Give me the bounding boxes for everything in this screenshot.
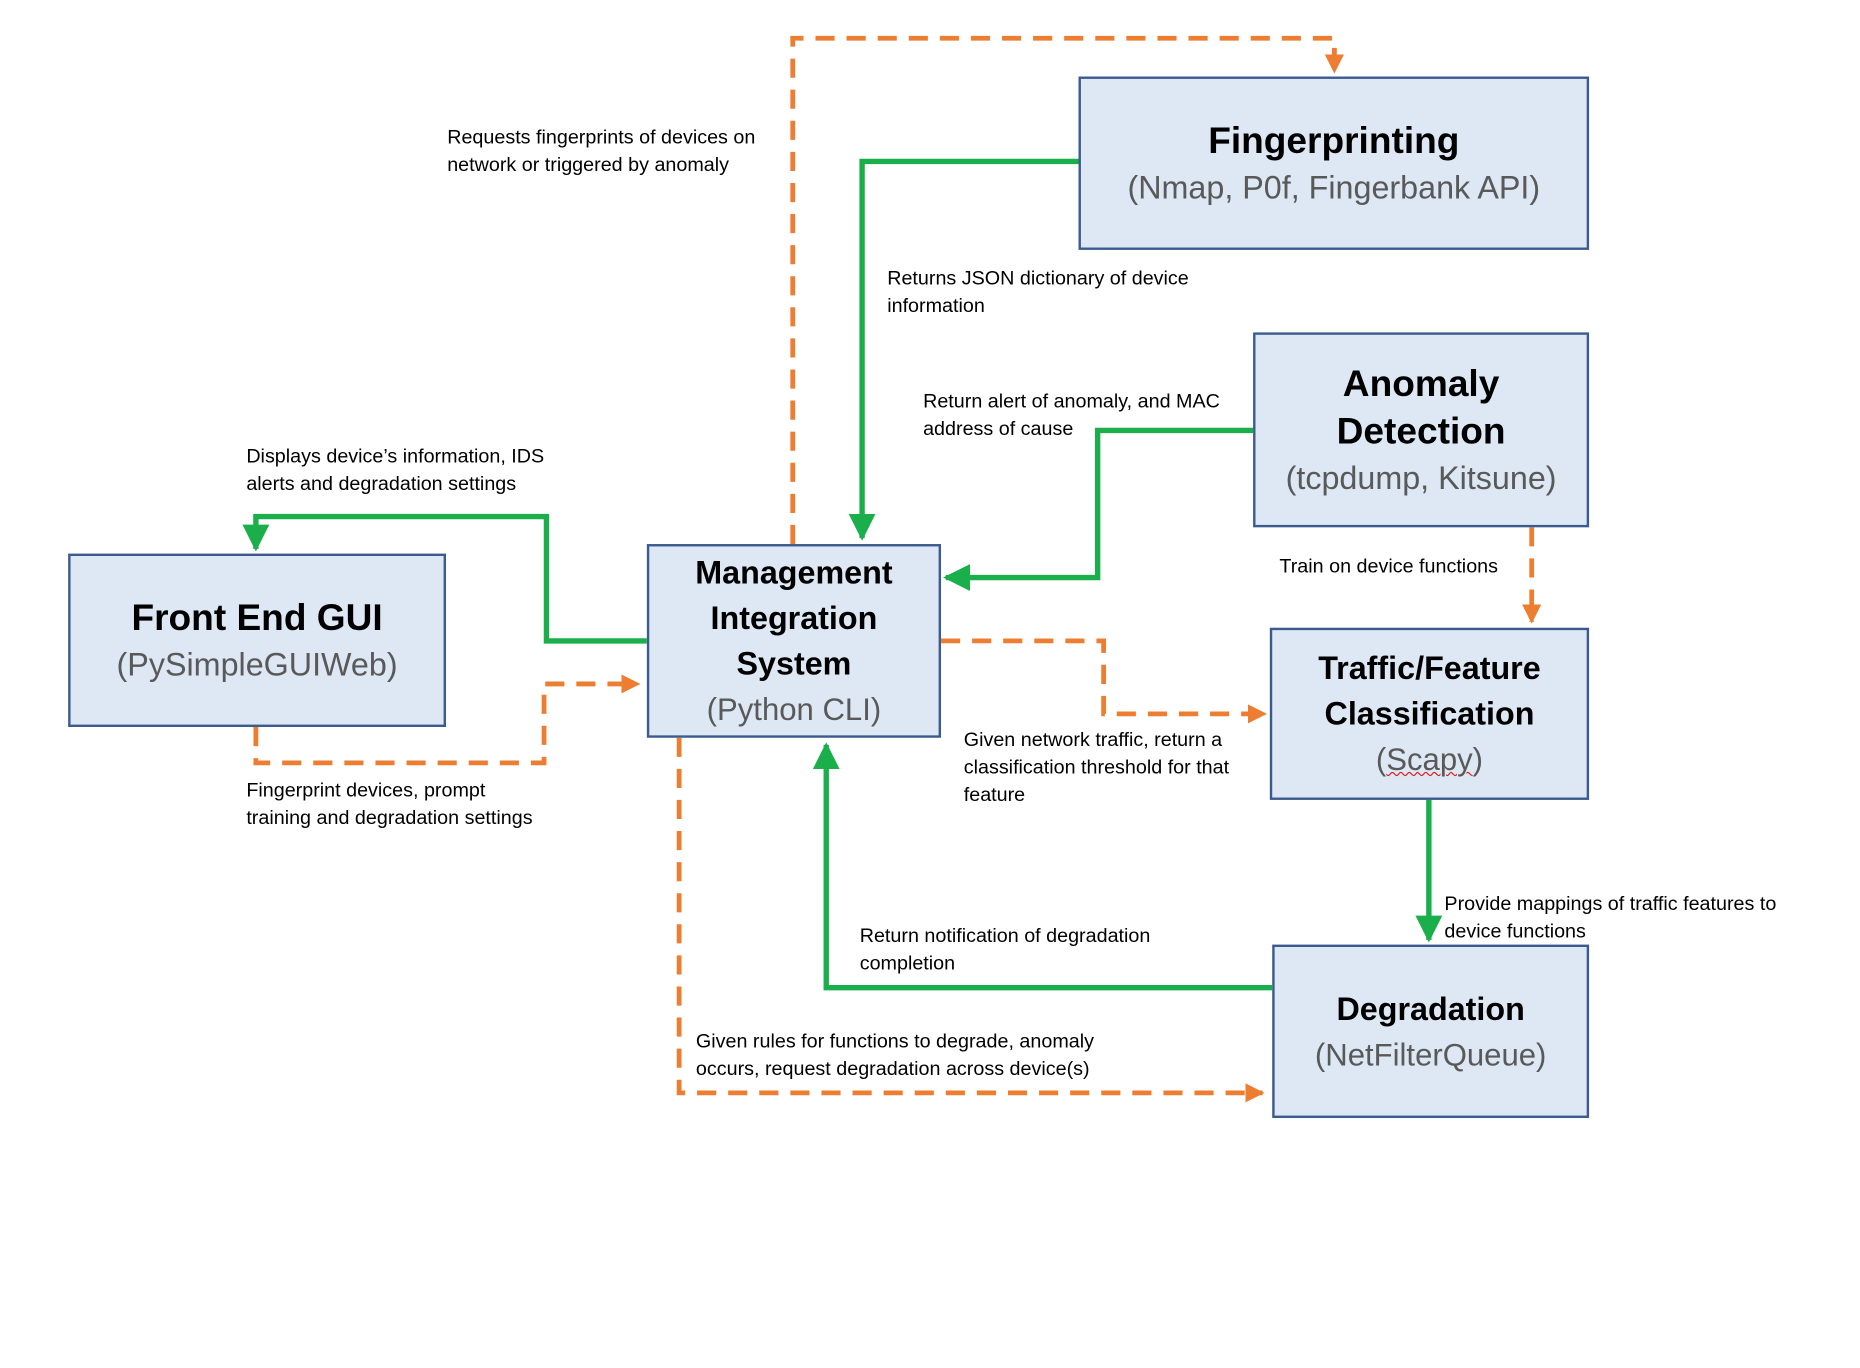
node-management-integration: Management Integration System (Python CL… (646, 544, 942, 738)
edge-return-notification (812, 742, 1273, 991)
label-returns-json: Returns JSON dictionary of device inform… (887, 267, 1189, 317)
node-title-line1: Management (695, 554, 893, 591)
label-given-traffic: Given network traffic, return a classifi… (963, 729, 1230, 806)
node-title-line2: Detection (1336, 409, 1506, 452)
label-given-rules: Given rules for functions to degrade, an… (695, 1030, 1094, 1080)
edge-returns-json (848, 158, 1079, 541)
node-fingerprinting: Fingerprinting (Nmap, P0f, Fingerbank AP… (1078, 76, 1590, 250)
node-subtitle: (PySimpleGUIWeb) (116, 646, 398, 683)
edge-given-rules (676, 737, 1265, 1103)
node-title-line1: Traffic/Feature (1318, 650, 1541, 687)
node-subtitle: (Python CLI) (706, 691, 882, 727)
label-request-fingerprints: Requests fingerprints of devices on netw… (447, 126, 756, 176)
node-title: Fingerprinting (1208, 118, 1460, 161)
label-train: Train on device functions (1279, 556, 1499, 578)
label-return-alert: Return alert of anomaly, and MAC address… (923, 390, 1220, 441)
spellcheck-underlined-word: Scapy (1386, 741, 1473, 778)
label-fingerprint-devices: Fingerprint devices, prompt training and… (246, 779, 533, 829)
edge-given-network-traffic (941, 638, 1267, 724)
node-title-line3: System (736, 645, 852, 682)
node-anomaly-detection: Anomaly Detection (tcpdump, Kitsune) (1253, 332, 1590, 528)
label-return-notification: Return notification of degradation compl… (859, 925, 1151, 975)
node-traffic-classification: Traffic/Feature Classification (Scapy) (1269, 627, 1590, 800)
label-displays-info: Displays device’s information, IDS alert… (246, 445, 545, 496)
node-title-line2: Integration (710, 600, 878, 637)
edge-request-fingerprints (790, 35, 1344, 545)
node-title-line2: Classification (1324, 695, 1535, 732)
node-subtitle: (NetFilterQueue) (1314, 1036, 1547, 1072)
node-title: Degradation (1336, 990, 1525, 1027)
edge-displays-info (242, 513, 647, 644)
label-provide-mappings: Provide mappings of traffic features to … (1444, 893, 1777, 943)
node-subtitle: (tcpdump, Kitsune) (1285, 459, 1557, 496)
connector-layer (242, 35, 1542, 1103)
edge-return-alert (943, 427, 1254, 591)
edge-fingerprint-devices (253, 674, 641, 766)
node-title-line1: Anomaly (1342, 361, 1500, 404)
node-front-end-gui: Front End GUI (PySimpleGUIWeb) (68, 553, 446, 727)
node-title: Front End GUI (131, 596, 383, 638)
node-subtitle: (Scapy) (1375, 741, 1484, 778)
node-degradation: Degradation (NetFilterQueue) (1272, 944, 1590, 1118)
node-subtitle: (Nmap, P0f, Fingerbank API) (1127, 169, 1541, 206)
